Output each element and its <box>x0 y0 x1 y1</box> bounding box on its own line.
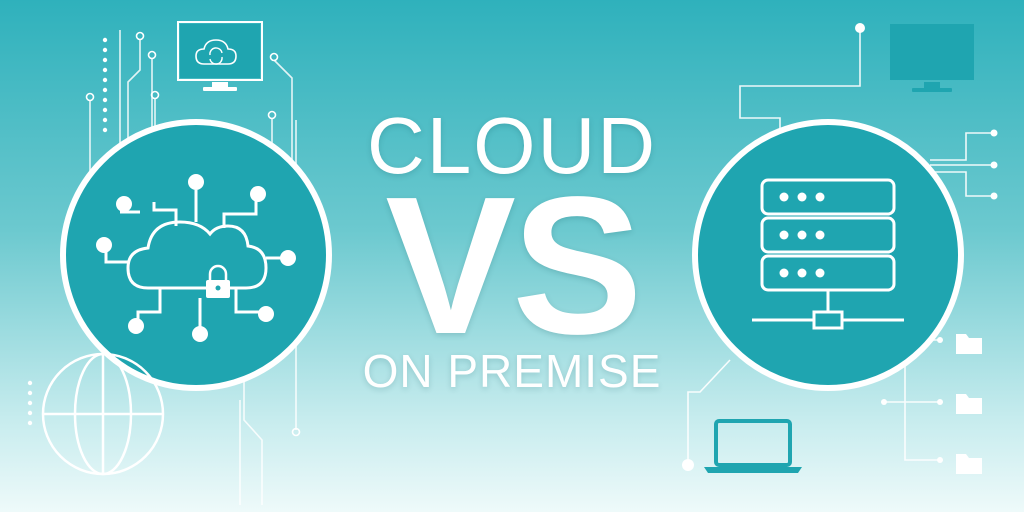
headline-on-premise: ON PREMISE <box>362 345 662 397</box>
cloud-sync-monitor-icon <box>177 21 263 91</box>
folder-icon <box>956 334 982 474</box>
cloud-network-lock-icon <box>60 119 332 391</box>
monitor-icon <box>890 24 974 92</box>
headline-vs: VS <box>385 156 642 375</box>
right-circuit-lines <box>687 30 994 461</box>
left-dotted-column <box>27 37 108 426</box>
laptop-icon <box>704 419 802 473</box>
globe-icon <box>41 352 165 476</box>
right-line-endpoints <box>682 23 998 471</box>
server-network-icon <box>692 119 964 391</box>
headline-cloud: CLOUD <box>366 101 658 190</box>
